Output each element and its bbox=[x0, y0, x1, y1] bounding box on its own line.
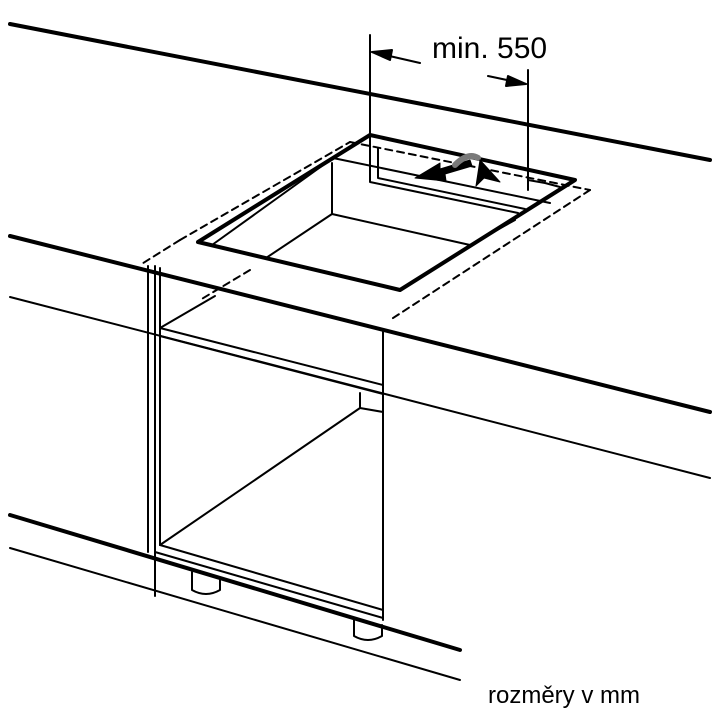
units-note: rozměry v mm bbox=[488, 682, 640, 709]
plinth bbox=[8, 513, 462, 681]
dimension-min-550 bbox=[369, 34, 529, 191]
hob-cutout bbox=[196, 133, 577, 292]
airflow-arrows bbox=[414, 153, 501, 187]
worktop bbox=[8, 22, 712, 479]
base-cabinet bbox=[147, 265, 384, 621]
cabinet-feet bbox=[191, 571, 383, 641]
dimension-label: min. 550 bbox=[432, 32, 548, 65]
